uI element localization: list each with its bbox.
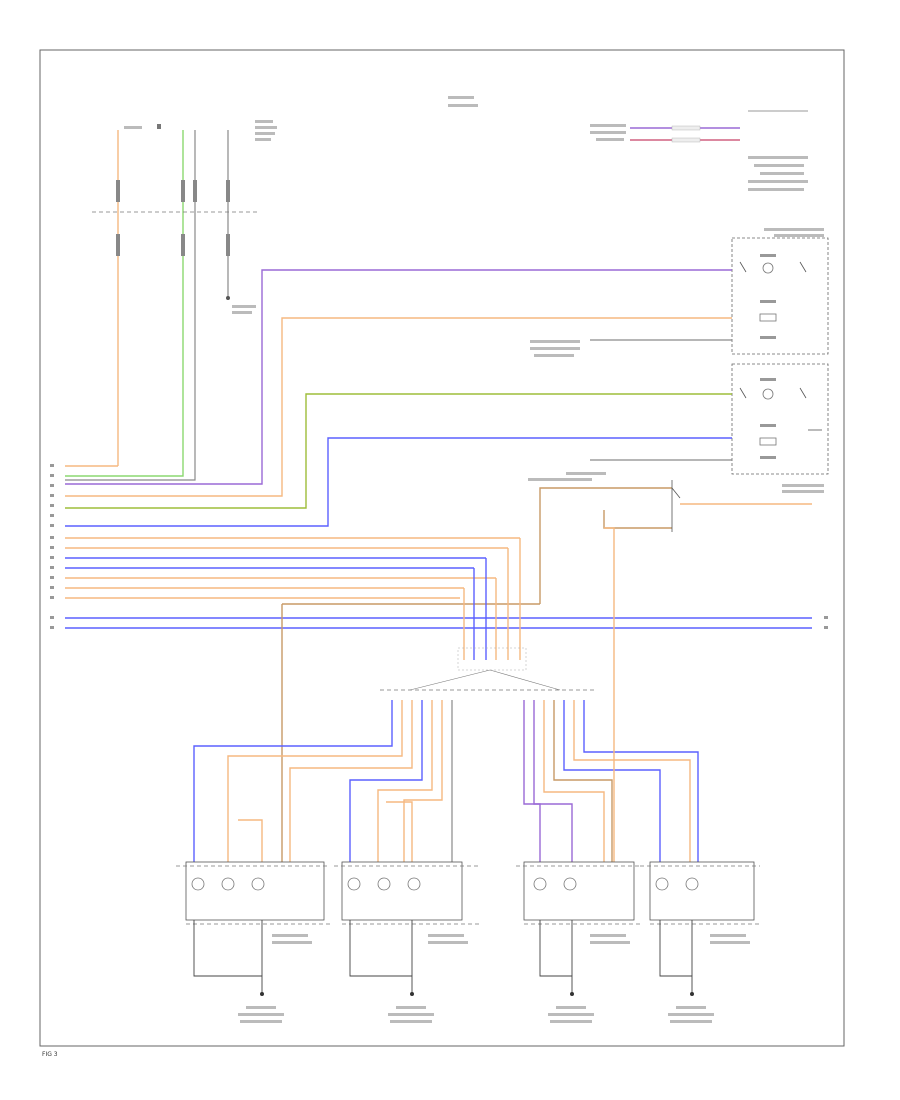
connector-pins-top [116,180,230,300]
lamp-assembly-1 [176,861,330,996]
right-switch-box-upper [731,228,829,355]
left-terminal-list [50,464,828,629]
legend-top [448,96,478,107]
lamp-assembly-3 [516,861,640,996]
diagram-frame [39,49,845,1047]
wire-runs [65,269,812,862]
right-switch-box-lower [731,363,829,475]
lamp-assembly-2 [334,861,480,996]
top-right-connector [590,110,808,191]
figure-tag: FIG 3 [42,1051,58,1058]
upper-harness [92,120,277,476]
top-labels [124,120,277,314]
lamp-feed-wires [193,527,699,862]
ground-labels [238,934,750,1023]
relay-symbol [528,340,824,532]
lamp-assembly-4 [640,861,760,996]
center-connector [380,647,596,691]
